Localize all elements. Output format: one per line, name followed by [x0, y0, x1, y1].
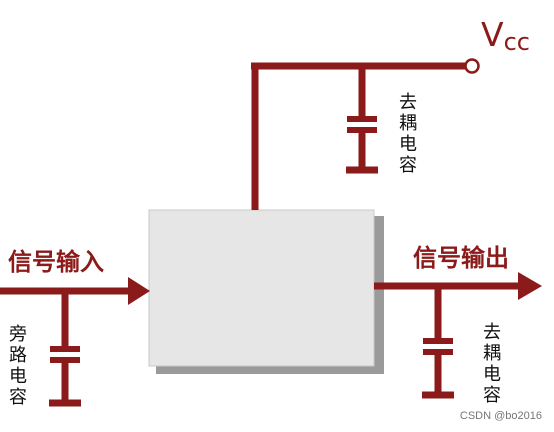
input-arrow-head	[128, 277, 150, 305]
output-decoupling-cap-label: 去 耦 电 容	[483, 322, 501, 406]
vcc-label-main: V	[481, 15, 504, 54]
signal-output-label: 信号输出	[413, 244, 509, 272]
vcc-terminal	[464, 58, 480, 74]
watermark: CSDN @bo2016	[459, 410, 542, 422]
top-decoupling-cap-label: 去 耦 电 容	[399, 92, 417, 176]
chip-body	[148, 209, 375, 367]
vcc-label: Vcc	[481, 15, 530, 54]
vcc-label-sub: cc	[503, 28, 530, 56]
signal-input-label: 信号输入	[8, 248, 104, 276]
output-arrow-head	[518, 272, 542, 300]
bypass-cap-label: 旁 路 电 容	[9, 324, 27, 408]
